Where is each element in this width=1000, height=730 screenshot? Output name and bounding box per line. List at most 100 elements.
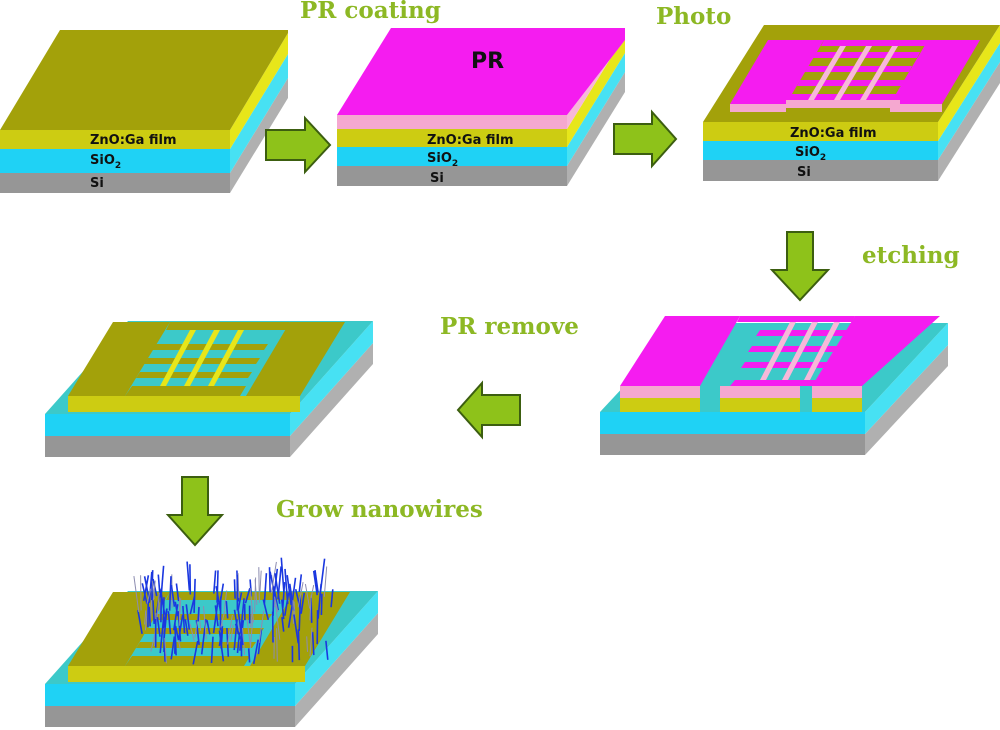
sio2-side-face [230,54,288,173]
nanowire [230,624,234,641]
nanowire [275,605,281,640]
sio2-front-face [45,684,295,706]
nanowire [177,614,184,640]
nanowire [216,570,219,603]
step-label-etching: etching [862,242,960,269]
zno-electrodes [68,322,345,412]
nanowire [272,586,275,616]
nanowire [298,574,303,592]
nanowire [287,603,294,628]
zno-film-label: ZnO:Ga film [427,133,514,148]
nanowire [242,628,246,655]
nanowire [227,614,233,645]
step-label-pr-coating: PR coating [300,0,441,24]
stack-initial: ZnO:Ga film SiO2 Si [0,30,288,193]
nanowire [314,569,319,593]
zno-film-label: ZnO:Ga film [90,133,177,148]
nanowire [168,576,172,611]
nanowire [218,630,225,662]
stack-pr-removed [45,321,373,457]
nanowire [298,595,302,631]
nanowire [297,629,301,661]
nanowire [157,574,161,598]
nanowire [237,573,240,599]
nanowire [192,640,199,665]
nanowire [150,632,156,652]
sio2-front-face [600,412,865,434]
nanowire [254,577,257,613]
nanowire [218,626,224,647]
sio2-label: SiO2 [427,151,458,169]
si-label: Si [90,176,104,191]
sio2-front-face [0,149,230,173]
stack-photo: ZnO:Ga film SiO2 Si [703,25,1000,181]
nanowire [162,608,168,629]
nanowire [220,610,226,628]
nanowire [273,595,279,613]
nanowire [151,593,155,624]
pr-pattern [730,40,980,112]
nanowire [225,601,229,619]
pr-front-face [337,115,567,129]
nanowire [160,565,165,593]
nanowire [142,575,150,601]
nanowire [233,579,236,599]
nanowire [258,567,260,603]
pr-pattern [620,316,940,398]
nanowire [280,557,285,593]
si-label: Si [430,171,444,186]
nanowire [237,592,243,611]
arrow-right-icon [265,115,332,175]
nanowire [189,596,196,615]
nanowire [203,606,207,640]
nanowire [309,595,312,621]
nanowire [291,577,297,601]
nanowire [294,589,301,609]
nanowire [206,620,211,635]
nanowire [140,575,142,611]
sio2-label: SiO2 [795,145,826,163]
nanowire [167,611,172,635]
nanowire [323,566,328,597]
sio2-side-face [567,53,625,166]
nanowire [184,619,189,636]
nanowire-array [133,557,334,665]
nanowire [137,610,143,635]
nanowire [286,574,292,606]
step-label-pr-remove: PR remove [440,313,579,340]
nanowire [146,588,152,604]
zno-side-face [938,25,1000,141]
pr-top-face [337,28,625,115]
stack-nanowires [45,557,378,727]
nanowire [282,582,286,609]
nanowire [249,587,254,623]
nanowire [175,583,180,602]
nanowire [320,593,323,616]
nanowire [263,573,268,605]
si-front-face [703,160,938,181]
nanowire [212,602,219,634]
zno-front-face [0,130,230,149]
nanowire [189,623,195,642]
nanowire [182,605,186,634]
nanowire [300,592,306,614]
nanowire [244,587,251,604]
arrow-left-icon [456,380,521,440]
nanowire [174,625,180,641]
si-front-face [337,166,567,186]
zno-front-face [703,122,938,141]
nanowire [193,578,196,613]
sio2-side-face [295,591,378,706]
nanowire [268,567,271,593]
nanowire [234,623,242,640]
zno-pattern [620,398,862,412]
nanowire [174,623,177,656]
nanowire [304,583,311,609]
si-front-face [45,706,295,727]
stack-pr-coated: PR ZnO:Ga film SiO2 Si [337,28,625,186]
nanowire [276,628,278,662]
nanowire [330,589,334,608]
si-side-face [290,343,373,457]
nanowire [270,561,277,594]
nanowire [281,599,285,620]
